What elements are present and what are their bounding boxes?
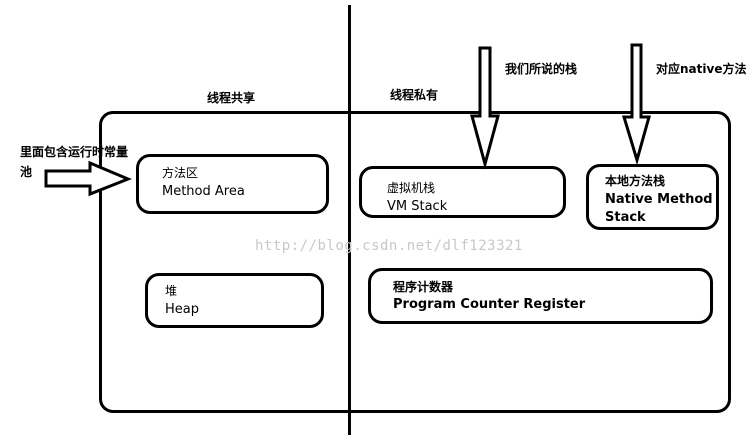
program-counter-register-box: 程序计数器 Program Counter Register	[368, 268, 713, 324]
native-method-stack-en1: Native Method	[605, 192, 713, 207]
heap-box: 堆 Heap	[145, 273, 324, 328]
method-area-en: Method Area	[162, 184, 245, 199]
constant-pool-note-line1: 里面包含运行时常量	[20, 145, 129, 159]
vm-stack-cn: 虚拟机栈	[387, 181, 436, 195]
native-method-note: 对应native方法	[656, 62, 747, 76]
down-arrow-native-stack	[621, 43, 651, 166]
native-method-stack-en2: Stack	[605, 210, 646, 225]
heap-en: Heap	[165, 302, 199, 317]
thread-shared-heading: 线程共享	[207, 91, 256, 105]
our-stack-note: 我们所说的栈	[505, 62, 578, 76]
pc-register-en: Program Counter Register	[393, 297, 586, 312]
native-method-stack-cn: 本地方法栈	[605, 174, 666, 188]
vm-stack-box: 虚拟机栈 VM Stack	[359, 166, 566, 218]
method-area-box: 方法区 Method Area	[136, 154, 329, 214]
down-arrow-vm-stack	[470, 46, 500, 170]
jvm-runtime-area-frame	[99, 111, 731, 413]
watermark: http://blog.csdn.net/dlf123321	[255, 238, 523, 254]
thread-private-heading: 线程私有	[390, 88, 439, 102]
native-method-stack-box: 本地方法栈 Native Method Stack	[586, 164, 719, 230]
shared-private-divider	[348, 5, 351, 435]
pc-register-cn: 程序计数器	[393, 280, 454, 294]
right-arrow-method-area	[44, 160, 132, 197]
vm-stack-en: VM Stack	[387, 199, 448, 214]
method-area-cn: 方法区	[162, 166, 199, 180]
constant-pool-note-line2: 池	[20, 165, 33, 179]
heap-cn: 堆	[165, 284, 178, 298]
